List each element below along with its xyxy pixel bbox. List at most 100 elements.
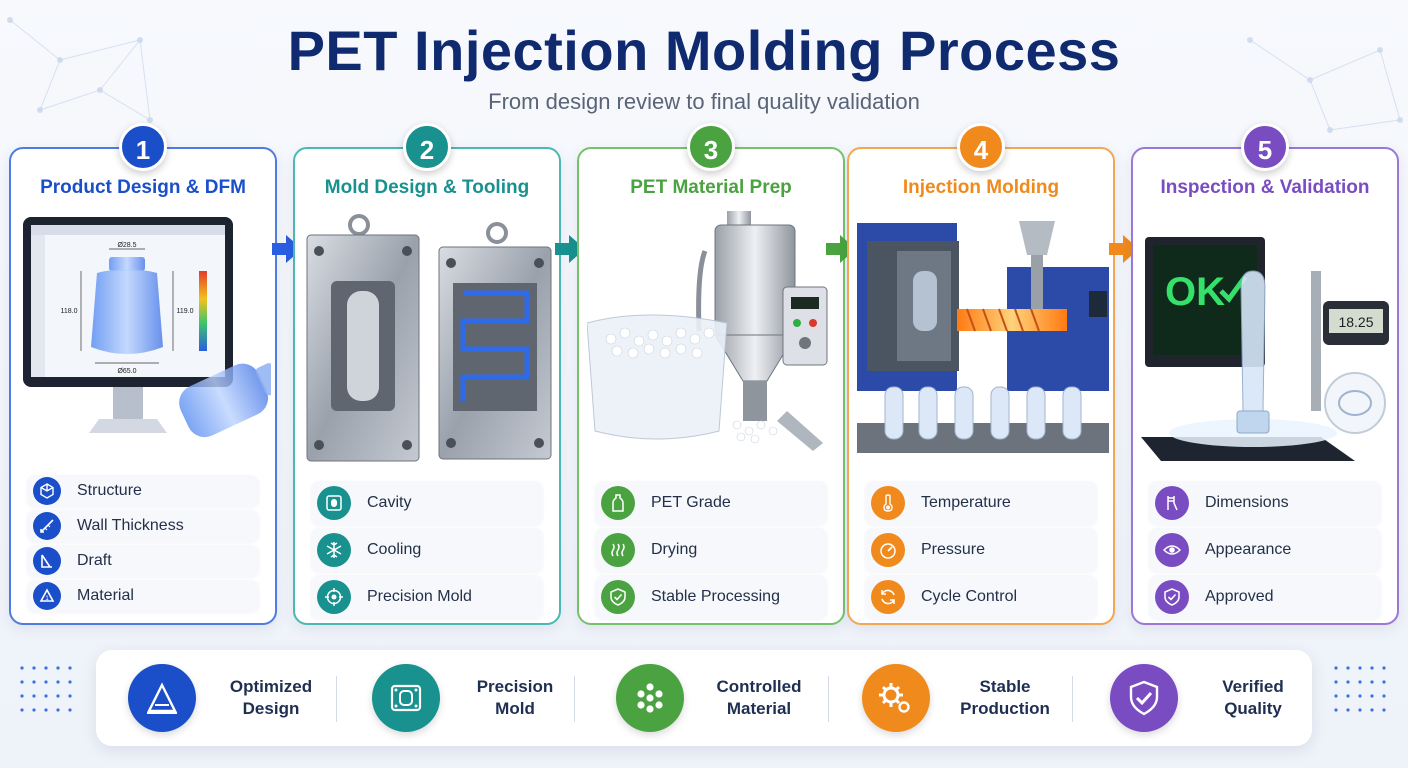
step-title: Inspection & Validation (1160, 177, 1370, 198)
cycle-icon (871, 580, 905, 614)
list-item-approved: Approved (1149, 575, 1381, 619)
list-item-temperature: Temperature (865, 481, 1097, 525)
dimension-left-label: 118.0 (61, 308, 78, 315)
list-item-drying: Drying (595, 528, 827, 572)
cube-icon (33, 477, 61, 505)
divider (1072, 676, 1073, 722)
step-card-mold-design: 2 Mold Design & Tooling Cavity (293, 123, 561, 625)
divider (336, 676, 337, 722)
feature-optimized-design: Optimized Design (128, 664, 326, 732)
item-label: Precision Mold (367, 588, 472, 605)
arrow-right-icon (555, 235, 585, 263)
step-title: Mold Design & Tooling (324, 177, 530, 198)
thermometer-icon (871, 486, 905, 520)
step-card-inspection: 5 Inspection & Validation OK 18.25 Dimen… (1131, 123, 1399, 625)
feature-label: Stable Production (950, 676, 1060, 720)
feature-label-line2: Mold (495, 699, 535, 718)
step-number-badge: 1 (119, 123, 167, 171)
list-item-precision-mold: Precision Mold (311, 575, 543, 619)
gauge-icon (871, 533, 905, 567)
item-label: Structure (77, 482, 142, 499)
step-item-list: Dimensions Appearance Approved (1149, 481, 1381, 622)
list-item-pet-grade: PET Grade (595, 481, 827, 525)
dimension-right-label: 119.0 (177, 308, 194, 315)
dimension-top-label: Ø28.5 (117, 242, 136, 249)
ruler-icon (33, 512, 61, 540)
feature-label-line1: Verified (1222, 677, 1284, 696)
dimension-bottom-label: Ø65.0 (117, 368, 136, 375)
list-item-cycle-control: Cycle Control (865, 575, 1097, 619)
target-icon (317, 580, 351, 614)
shield-check-icon (1155, 580, 1189, 614)
item-label: Appearance (1205, 541, 1292, 558)
step-title: Product Design & DFM (40, 177, 246, 198)
feature-precision-mold: Precision Mold (372, 664, 570, 732)
step-number-badge: 4 (957, 123, 1005, 171)
list-item-structure: Structure (27, 475, 259, 507)
list-item-wall-thickness: Wall Thickness (27, 510, 259, 542)
item-label: Wall Thickness (77, 517, 184, 534)
cavity-icon (317, 486, 351, 520)
cad-monitor-illustration: Ø28.5 118.0 119.0 Ø65.0 (23, 217, 271, 438)
heat-waves-icon (601, 533, 635, 567)
feature-label: Verified Quality (1198, 676, 1308, 720)
step-item-list: Cavity Cooling Precision Mold (311, 481, 543, 622)
ok-screen-text: OK (1165, 270, 1225, 314)
inspection-station-illustration: OK 18.25 (1141, 237, 1389, 461)
svg-text:1: 1 (45, 596, 49, 602)
step-card-product-design: 1 Product Design & DFM Ø28.5 118.0 119.0… (9, 123, 277, 625)
step-title: Injection Molding (902, 177, 1060, 198)
feature-label-line2: Design (242, 699, 300, 718)
step-number-badge: 3 (687, 123, 735, 171)
arrow-right-icon (272, 235, 302, 263)
item-label: Temperature (921, 494, 1011, 511)
page-title: PET Injection Molding Process (287, 19, 1121, 82)
eye-icon (1155, 533, 1189, 567)
item-label: Approved (1205, 588, 1274, 605)
feature-label-line2: Production (960, 699, 1050, 718)
list-item-dimensions: Dimensions (1149, 481, 1381, 525)
step-item-list: PET Grade Drying Stable Processing (595, 481, 827, 622)
feature-label-line2: Quality (1224, 699, 1282, 718)
feature-label-line2: Material (726, 699, 792, 718)
injection-machine-illustration (857, 221, 1109, 453)
bottle-icon (601, 486, 635, 520)
arrow-right-icon (826, 235, 856, 263)
list-item-material: 1 Material (27, 580, 259, 612)
item-label: Cycle Control (921, 588, 1018, 605)
item-label: Material (77, 587, 134, 604)
feature-label: Controlled Material (704, 676, 814, 720)
gears-icon (862, 664, 930, 732)
feature-summary-bar: Optimized Design Precision Mold Controll… (96, 650, 1312, 746)
decorative-dot-grid (1334, 666, 1386, 712)
item-label: Dimensions (1205, 494, 1289, 511)
list-item-stable-processing: Stable Processing (595, 575, 827, 619)
item-label: Cavity (367, 494, 412, 511)
mold-tooling-illustration (306, 214, 552, 462)
feature-label-line1: Controlled (716, 677, 802, 696)
item-label: Stable Processing (651, 588, 780, 605)
item-label: PET Grade (651, 494, 731, 511)
draft-angle-icon (33, 547, 61, 575)
step-number-badge: 5 (1241, 123, 1289, 171)
feature-label-line1: Precision (476, 677, 554, 696)
decorative-dot-grid (20, 666, 72, 712)
divider (828, 676, 829, 722)
step-number-badge: 2 (403, 123, 451, 171)
feature-stable-production: Stable Production (862, 664, 1060, 732)
feature-label: Precision Mold (460, 676, 570, 720)
divider (574, 676, 575, 722)
step-item-list: Structure Wall Thickness Draft 1 Materia… (27, 475, 259, 615)
step-card-material-prep: 3 PET Material Prep (577, 123, 845, 625)
pellets-icon (616, 664, 684, 732)
shield-check-icon (1110, 664, 1178, 732)
list-item-cavity: Cavity (311, 481, 543, 525)
mold-icon (372, 664, 440, 732)
shield-check-icon (601, 580, 635, 614)
feature-verified-quality: Verified Quality (1110, 664, 1308, 732)
pet-dryer-illustration (587, 211, 828, 451)
step-title: PET Material Prep (630, 177, 792, 198)
feature-label-line1: Optimized (229, 677, 313, 696)
list-item-pressure: Pressure (865, 528, 1097, 572)
feature-label: Optimized Design (216, 676, 326, 720)
